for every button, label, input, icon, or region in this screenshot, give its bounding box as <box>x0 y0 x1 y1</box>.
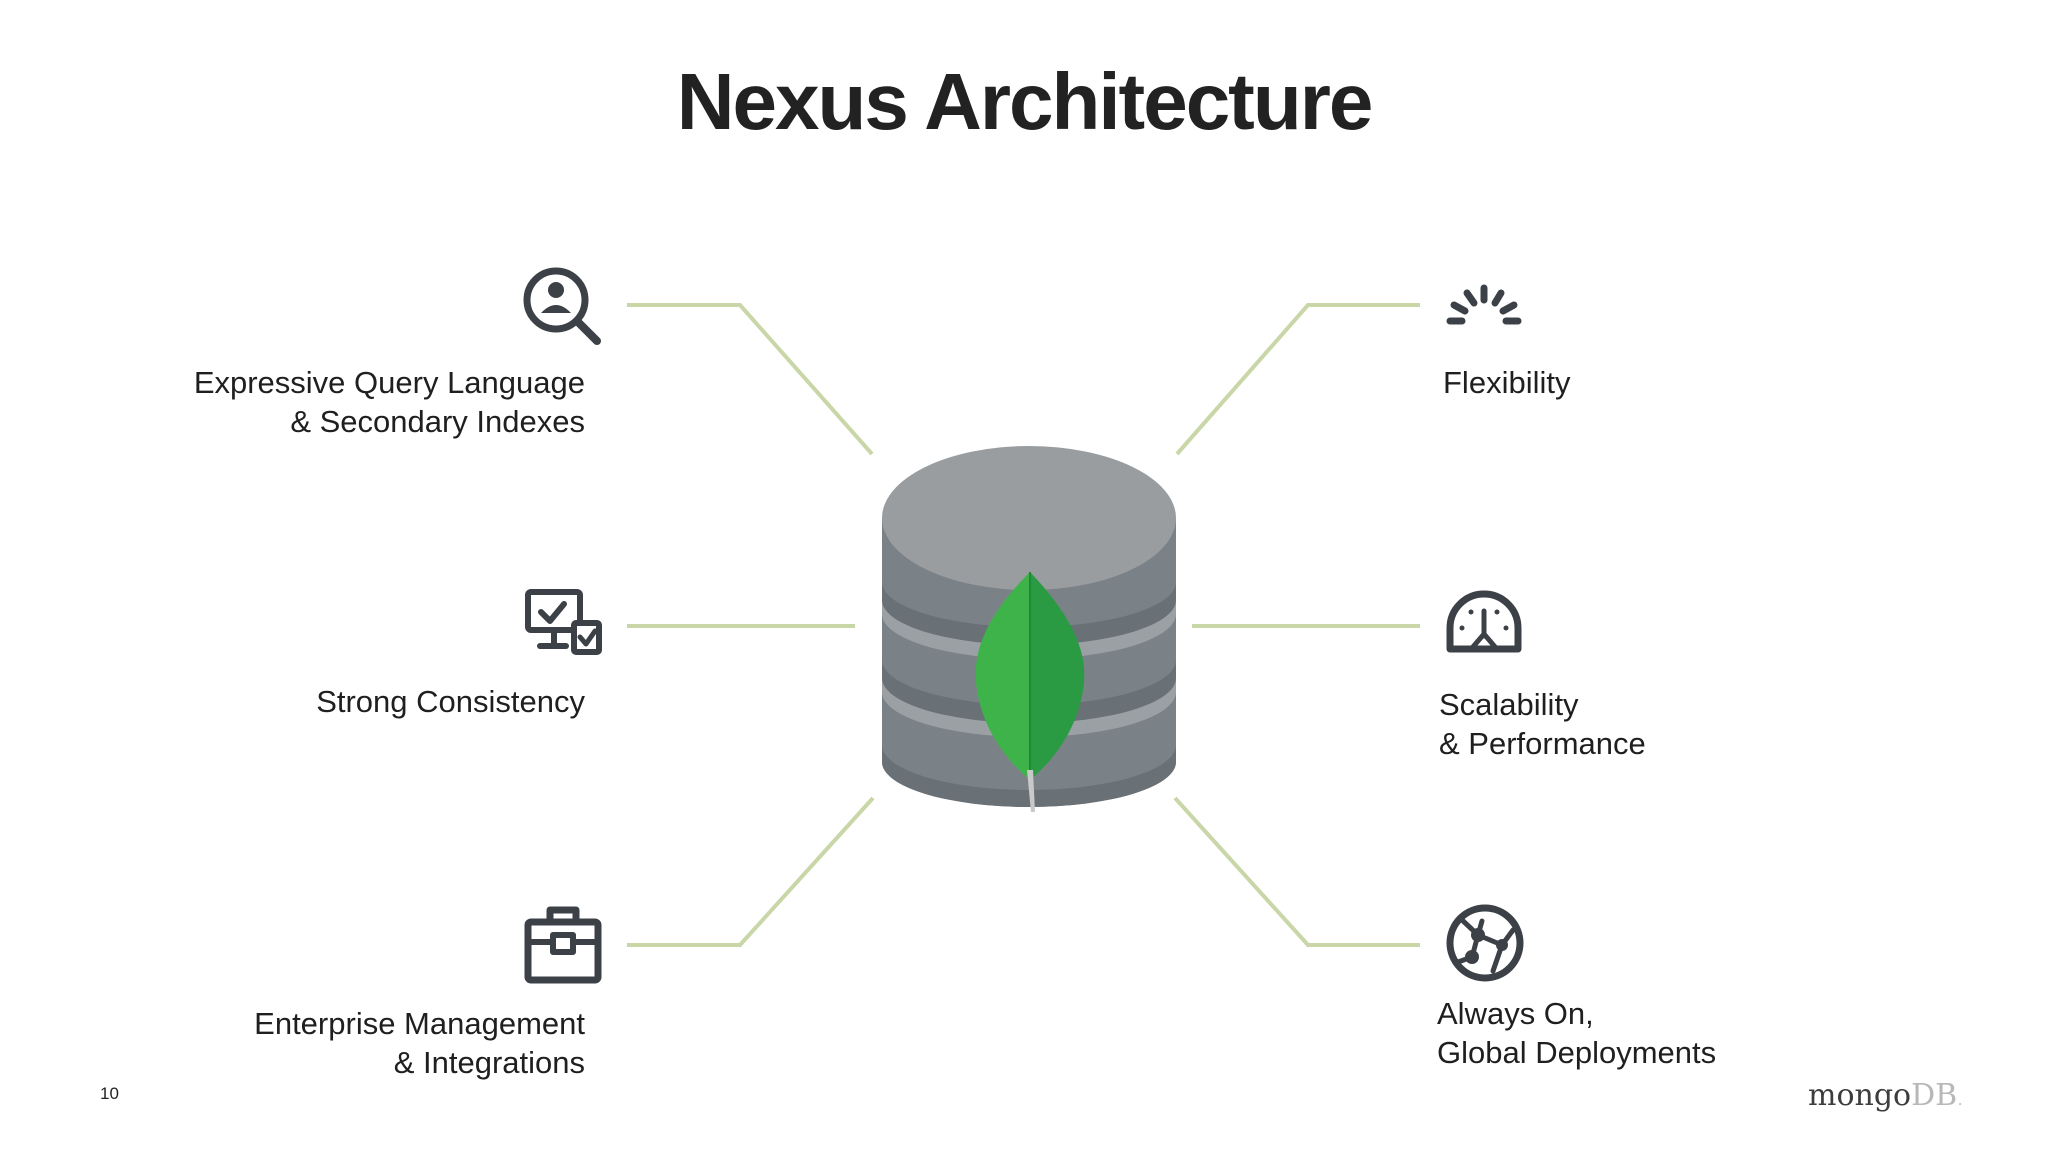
connector-bottom-right <box>1173 796 1420 947</box>
feature-label-line: Expressive Query Language <box>193 365 585 400</box>
feature-label-line: Scalability <box>1439 687 1579 722</box>
feature-label-line: & Secondary Indexes <box>290 404 585 439</box>
feature-label-line: Enterprise Management <box>254 1006 585 1041</box>
logo-db-text: DB <box>1911 1078 1958 1113</box>
search-user-icon <box>523 267 601 345</box>
feature-label-always-on: Always On, Global Deployments <box>1437 994 1716 1072</box>
feature-label-line: & Integrations <box>393 1045 585 1080</box>
connector-top-right <box>1175 303 1420 456</box>
monitor-check-icon <box>525 589 602 655</box>
rays-icon <box>1446 284 1522 325</box>
feature-label-line: Global Deployments <box>1437 1035 1717 1070</box>
feature-label-flexibility: Flexibility <box>1443 363 1570 402</box>
feature-label-line: & Performance <box>1439 726 1646 761</box>
feature-label-enterprise-management: Enterprise Management & Integrations <box>254 1004 585 1082</box>
globe-network-icon <box>1446 904 1524 982</box>
logo-dot: . <box>1957 1089 1963 1110</box>
feature-label-line: Always On, <box>1437 996 1594 1031</box>
page-number: 10 <box>100 1084 119 1103</box>
logo-mongo-text: mongo <box>1808 1078 1912 1113</box>
database-leaf-icon <box>882 446 1176 812</box>
mongodb-logo: mongoDB. <box>1808 1078 1963 1113</box>
speedometer-icon <box>1446 590 1522 653</box>
feature-label-query-language: Expressive Query Language & Secondary In… <box>194 363 585 441</box>
briefcase-icon <box>524 906 602 984</box>
feature-label-strong-consistency: Strong Consistency <box>316 682 585 721</box>
feature-label-line: Strong Consistency <box>316 684 585 719</box>
feature-label-line: Flexibility <box>1443 365 1571 400</box>
connector-bottom-left <box>627 796 875 947</box>
feature-label-scalability: Scalability & Performance <box>1439 685 1646 763</box>
connector-top-left <box>627 303 874 456</box>
page-title: Nexus Architecture <box>676 57 1374 146</box>
connector-lines <box>627 303 1420 947</box>
